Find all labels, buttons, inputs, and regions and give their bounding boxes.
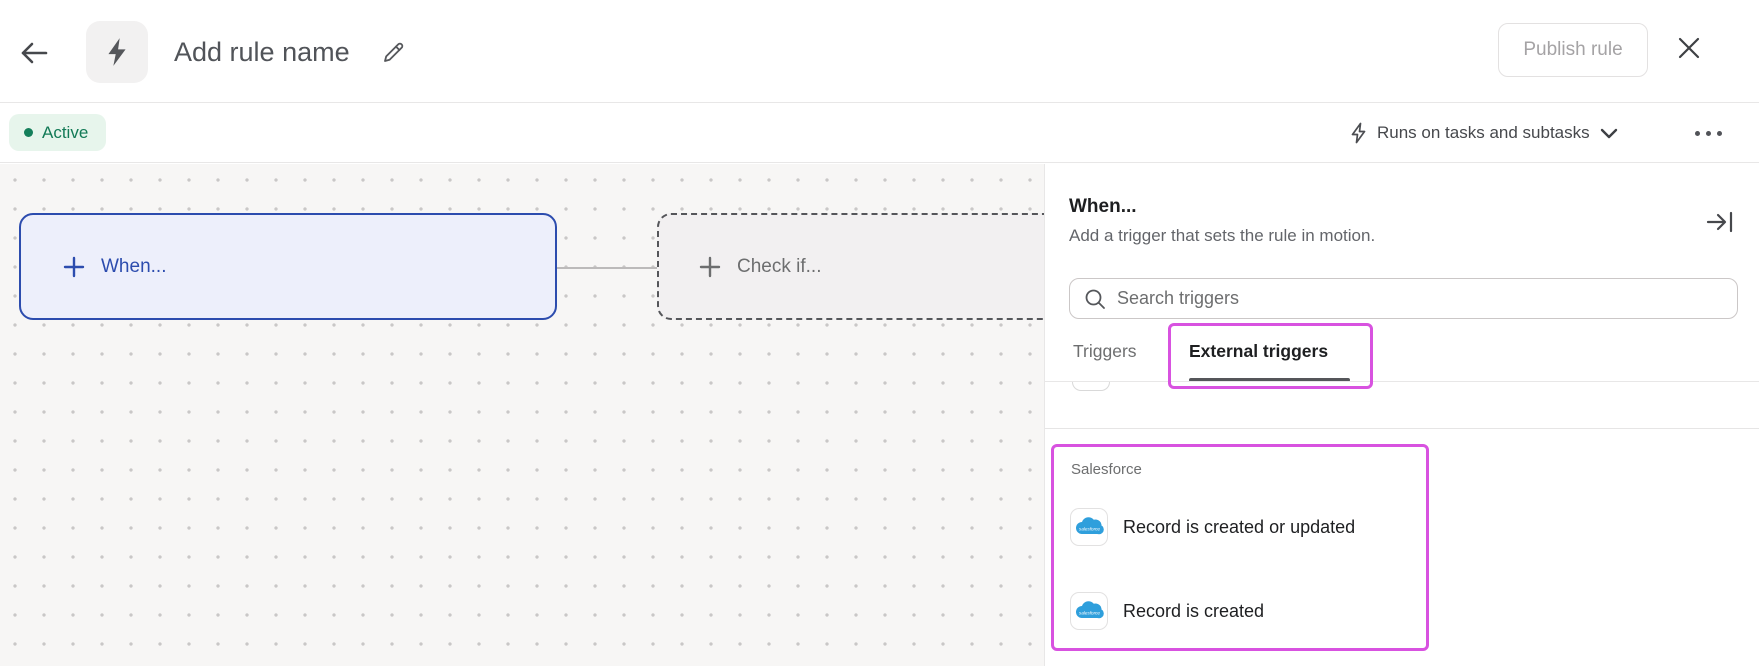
node-connector-line [557, 267, 657, 269]
rule-icon-button[interactable] [86, 21, 148, 83]
tabs-divider [1045, 381, 1759, 382]
overflow-menu-icon [1705, 130, 1711, 136]
back-button[interactable] [16, 35, 52, 71]
panel-subheading: Add a trigger that sets the rule in moti… [1069, 226, 1376, 245]
rule-toolbar: Active Runs on tasks and subtasks [0, 103, 1759, 163]
collapse-panel-icon [1706, 210, 1734, 234]
salesforce-icon: salesforce [1070, 508, 1108, 546]
overflow-menu-icon [1716, 130, 1722, 136]
lightning-outline-icon [1350, 122, 1367, 144]
salesforce-icon: salesforce [1070, 592, 1108, 630]
rule-name-title[interactable]: Add rule name [174, 37, 350, 67]
rule-scope-label: Runs on tasks and subtasks [1377, 123, 1590, 142]
publish-rule-button[interactable]: Publish rule [1498, 23, 1648, 77]
when-node-label: When... [101, 255, 167, 277]
when-trigger-node[interactable]: When... [19, 213, 557, 320]
rule-builder-content: When... Check if... When... [0, 164, 1759, 666]
trigger-item-label: Record is created [1123, 600, 1265, 621]
section-title-salesforce: Salesforce [1071, 461, 1142, 478]
section-divider [1045, 428, 1759, 429]
search-icon [1084, 288, 1106, 310]
trigger-item-record-created-or-updated[interactable]: salesforce Record is created or updated [1070, 508, 1420, 546]
search-triggers-field [1069, 278, 1738, 319]
back-arrow-icon [19, 40, 49, 66]
check-if-node-label: Check if... [737, 255, 822, 277]
active-status-dot [24, 128, 33, 137]
overflow-menu-button[interactable] [1688, 117, 1728, 149]
chevron-down-icon [1600, 128, 1618, 139]
overflow-menu-icon [1694, 130, 1700, 136]
trigger-item-label: Record is created or updated [1123, 516, 1356, 537]
rule-scope-dropdown[interactable]: Runs on tasks and subtasks [1350, 103, 1618, 163]
panel-heading: When... [1069, 196, 1137, 217]
collapse-panel-button[interactable] [1700, 204, 1740, 240]
edit-pencil-icon [381, 41, 405, 65]
close-icon [1678, 37, 1700, 59]
svg-text:salesforce: salesforce [1079, 527, 1100, 532]
active-tab-underline [1189, 378, 1350, 382]
plus-icon [63, 256, 85, 278]
plus-icon [699, 256, 721, 278]
close-button[interactable] [1672, 31, 1706, 65]
trigger-item-record-created[interactable]: salesforce Record is created [1070, 592, 1420, 630]
search-triggers-input[interactable] [1117, 288, 1723, 309]
status-label: Active [42, 122, 89, 142]
trigger-picker-panel: When... Add a trigger that sets the rule… [1044, 164, 1759, 666]
edit-rule-name-button[interactable] [378, 38, 408, 68]
status-badge: Active [9, 114, 107, 151]
tab-triggers[interactable]: Triggers [1073, 341, 1137, 361]
header: Add rule name Publish rule [0, 0, 1759, 103]
tab-external-triggers[interactable]: External triggers [1189, 341, 1329, 361]
partially-scrolled-list-item-icon [1072, 382, 1110, 391]
svg-text:salesforce: salesforce [1079, 611, 1100, 616]
rule-lightning-icon [104, 37, 130, 67]
